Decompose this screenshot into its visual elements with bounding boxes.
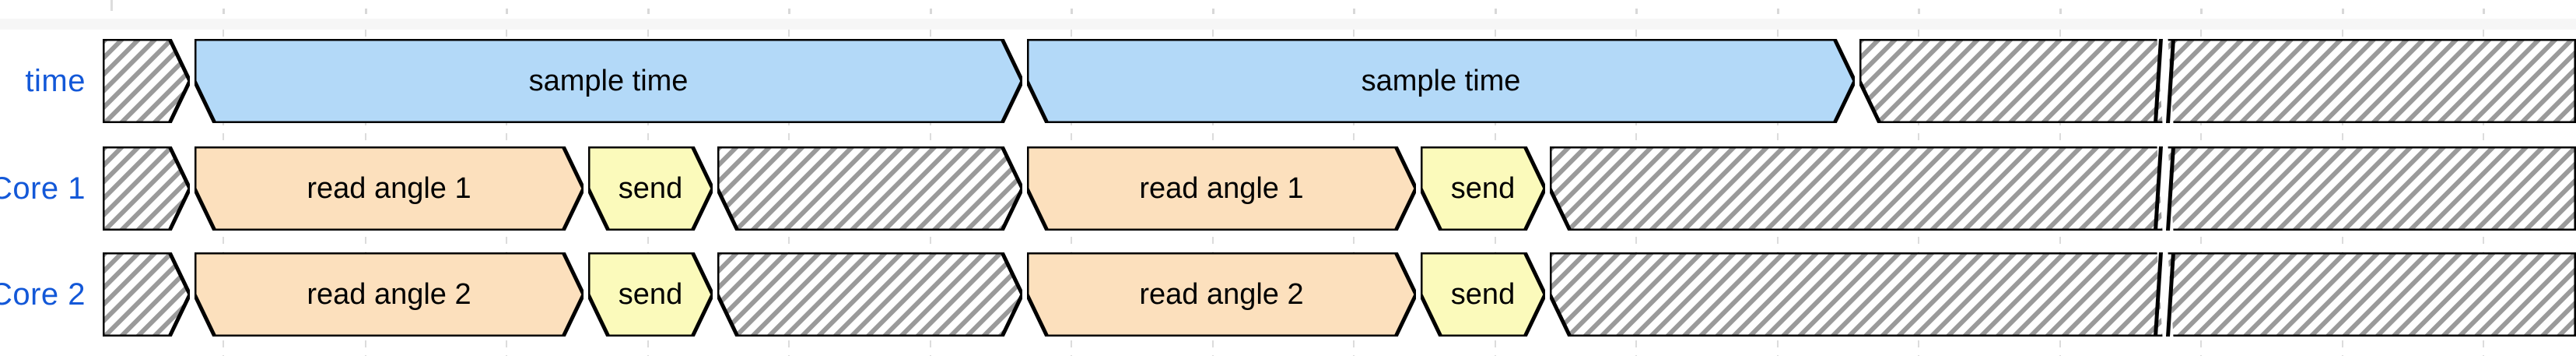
ruler-tick xyxy=(930,9,932,14)
block-send-1-a[interactable]: send xyxy=(588,146,713,231)
ruler-tick xyxy=(647,9,650,14)
block-sample-time-2[interactable]: sample time xyxy=(1027,39,1855,123)
block-label: read angle 2 xyxy=(307,278,471,311)
block-read-angle-2-a[interactable]: read angle 2 xyxy=(195,252,584,337)
block-label: sample time xyxy=(1361,65,1521,97)
ruler-band xyxy=(0,19,2576,30)
ruler-tick xyxy=(1071,9,1073,14)
lane-row-time: sample time sample time xyxy=(103,39,2576,123)
ruler-tick xyxy=(1353,9,1355,14)
block-read-angle-1-b[interactable]: read angle 1 xyxy=(1027,146,1416,231)
block-idle xyxy=(1859,39,2576,123)
ruler-tick xyxy=(1635,9,1638,14)
ruler-tick xyxy=(506,9,508,14)
ruler-tick xyxy=(110,0,113,11)
ruler-tick xyxy=(788,9,790,14)
ruler-tick xyxy=(2059,9,2062,14)
block-send-2-b[interactable]: send xyxy=(1421,252,1545,337)
ruler-tick xyxy=(2200,9,2203,14)
block-label: read angle 2 xyxy=(1139,278,1304,311)
ruler-tick xyxy=(223,9,225,14)
lane-row-core-1: read angle 1 send read angle 1 send xyxy=(103,146,2576,231)
block-sample-time-1[interactable]: sample time xyxy=(195,39,1022,123)
block-label: send xyxy=(618,172,683,205)
block-label: read angle 1 xyxy=(307,172,471,205)
block-read-angle-2-b[interactable]: read angle 2 xyxy=(1027,252,1416,337)
ruler-tick xyxy=(1495,9,1497,14)
ruler-tick xyxy=(365,9,367,14)
block-read-angle-1-a[interactable]: read angle 1 xyxy=(195,146,584,231)
ruler-tick xyxy=(1918,9,1920,14)
lane-row-core-2: read angle 2 send read angle 2 send xyxy=(103,252,2576,337)
block-idle xyxy=(103,39,190,123)
ruler-tick xyxy=(2342,9,2344,14)
row-label-row-core-2: Core 2 xyxy=(0,277,86,312)
block-idle xyxy=(103,146,190,231)
block-label: sample time xyxy=(528,65,689,97)
block-label: send xyxy=(1450,278,1516,311)
block-idle xyxy=(103,252,190,337)
row-label-row-time: time xyxy=(25,64,86,98)
block-idle xyxy=(717,252,1022,337)
block-send-1-b[interactable]: send xyxy=(1421,146,1545,231)
row-label-row-core-1: Core 1 xyxy=(0,171,86,206)
block-send-2-a[interactable]: send xyxy=(588,252,713,337)
block-idle xyxy=(1550,146,2576,231)
block-label: send xyxy=(618,278,683,311)
ruler-tick xyxy=(1212,9,1214,14)
block-label: read angle 1 xyxy=(1139,172,1304,205)
ruler-tick xyxy=(1777,9,1779,14)
ruler-tick xyxy=(2483,9,2485,14)
block-idle xyxy=(1550,252,2576,337)
block-idle xyxy=(717,146,1022,231)
block-label: send xyxy=(1450,172,1516,205)
